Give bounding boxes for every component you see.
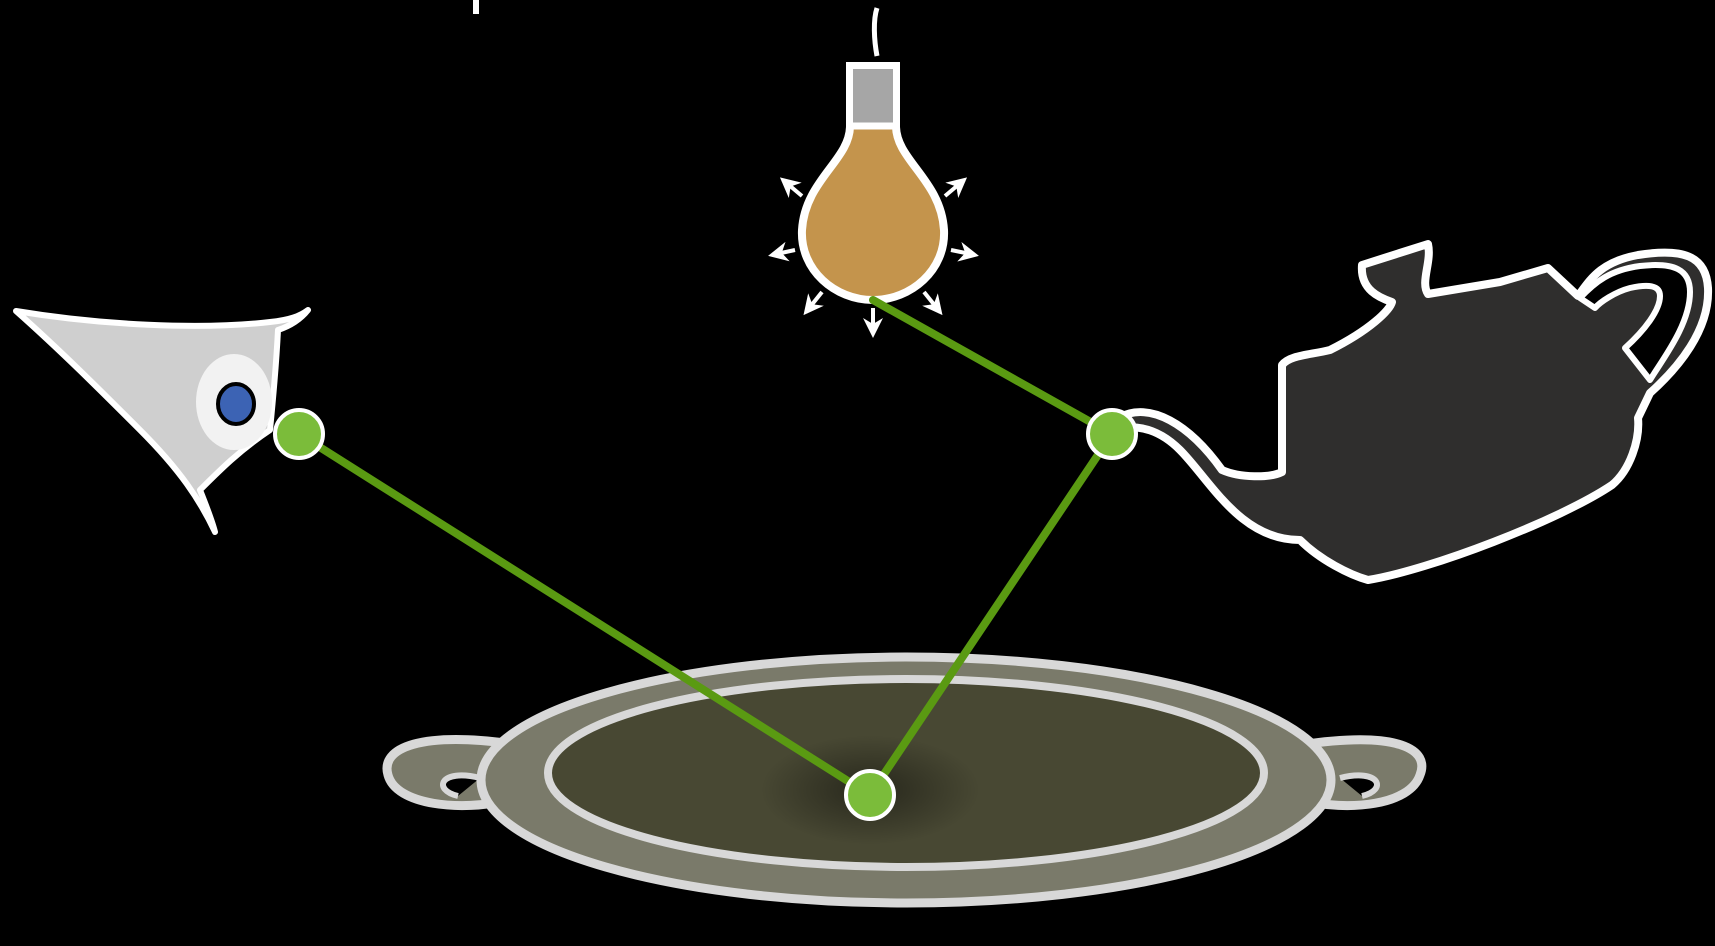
path-vertex-eye xyxy=(275,410,323,458)
partial-text-fragment xyxy=(473,0,479,14)
light-bulb-icon xyxy=(772,8,975,334)
path-vertex-tray xyxy=(846,771,894,819)
path-vertex-teapot xyxy=(1088,410,1136,458)
eye-icon xyxy=(16,310,308,532)
path-segment-teapot-light xyxy=(873,300,1112,434)
teapot-icon xyxy=(1118,244,1708,580)
tray-icon xyxy=(387,657,1422,903)
